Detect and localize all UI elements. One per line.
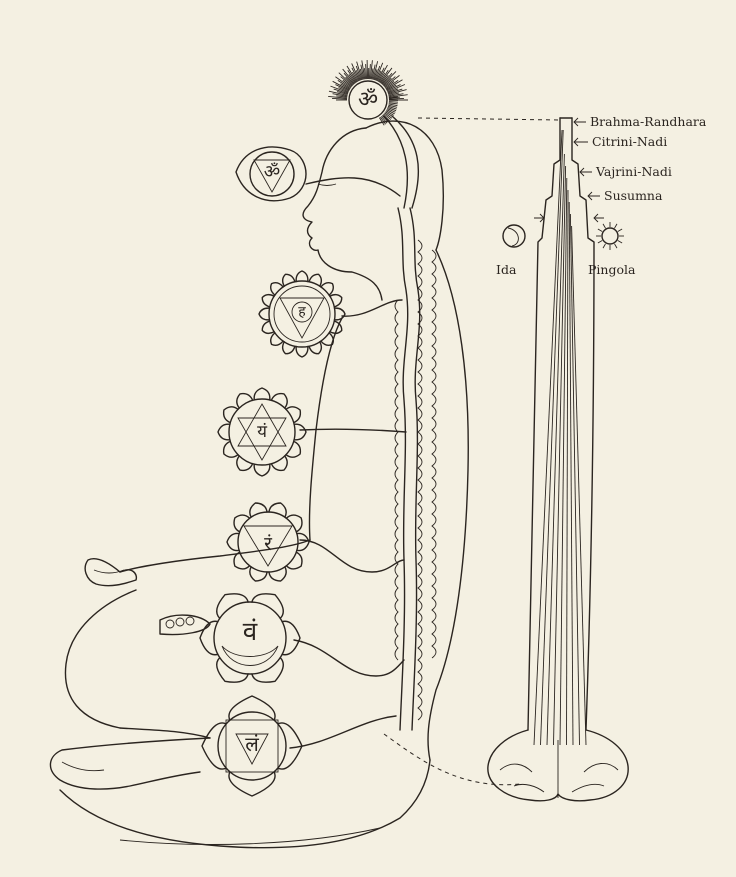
upper-leg: [64, 589, 137, 729]
foot-upper: [159, 614, 211, 636]
back-line: [427, 249, 469, 761]
chakra-vishuddha-glyph: ह: [298, 304, 306, 320]
ida-moon-icon: [502, 224, 526, 248]
label-brahma-randhara: Brahma-Randhara: [590, 114, 707, 129]
label-citrini-nadi: Citrini-Nadi: [592, 134, 667, 149]
pingola-sun-icon: [596, 222, 624, 250]
chakra-crown: ॐ: [328, 59, 408, 126]
chakra-manipura: रं: [226, 502, 310, 582]
head-outline: [302, 127, 383, 301]
chakra-ajna: ॐ: [235, 146, 307, 202]
eye-line: [317, 183, 337, 186]
lower-hand: [49, 737, 211, 790]
chakra-manipura-glyph: रं: [264, 533, 273, 555]
seated-figure: [49, 120, 469, 849]
chakra-crown-glyph: ॐ: [358, 88, 378, 113]
chakra-muladhara-glyph: लं: [245, 732, 259, 756]
head-hood: [365, 120, 444, 251]
chakra-svadhisthana-glyph: वं: [243, 617, 258, 647]
chakra-muladhara: लं: [201, 695, 303, 797]
arm-line: [119, 539, 311, 573]
lower-leg: [119, 727, 211, 739]
chakra-ajna-glyph: ॐ: [264, 162, 280, 183]
chakra-connectors: [289, 117, 561, 786]
label-ida: Ida: [496, 262, 517, 277]
chakra-anahata-glyph: यं: [257, 422, 268, 442]
raised-hand: [84, 558, 138, 587]
chakra-svadhisthana: वं: [199, 593, 301, 683]
label-susumna: Susumna: [604, 188, 663, 203]
spinal-column: [383, 115, 437, 731]
nadi-column: [487, 117, 629, 802]
label-pingola: Pingola: [588, 262, 636, 277]
chakra-anahata: यं: [217, 387, 307, 477]
seat-base: [59, 759, 431, 849]
label-vajrini-nadi: Vajrini-Nadi: [595, 164, 672, 179]
chakra-vishuddha: ह: [258, 270, 346, 358]
